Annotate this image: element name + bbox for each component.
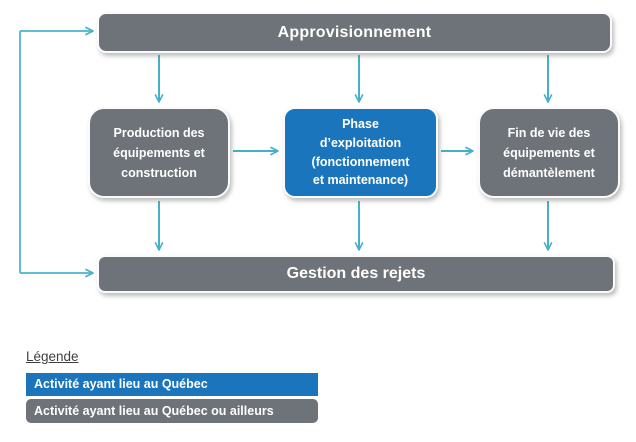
node-production: Production des équipements et constructi…	[88, 107, 230, 198]
legend-item-quebec-ou-ailleurs: Activité ayant lieu au Québec ou ailleur…	[26, 399, 318, 423]
node-fin-de-vie: Fin de vie des équipements et démantèlem…	[478, 107, 620, 198]
node-phase-exploitation-label: Phase d’exploitation (fonctionnement et …	[311, 117, 410, 188]
node-fin-de-vie-label: Fin de vie des équipements et démantèlem…	[503, 125, 595, 180]
legend-title: Légende	[26, 349, 79, 364]
node-approvisionnement-label: Approvisionnement	[277, 23, 432, 41]
node-phase-exploitation: Phase d’exploitation (fonctionnement et …	[283, 107, 438, 198]
node-gestion-des-rejets-label: Gestion des rejets	[286, 265, 426, 282]
node-gestion-des-rejets: Gestion des rejets	[97, 255, 615, 293]
node-approvisionnement: Approvisionnement	[97, 12, 612, 53]
legend-item-quebec: Activité ayant lieu au Québec	[26, 373, 318, 396]
node-production-label: Production des équipements et constructi…	[113, 125, 205, 180]
legend: Légende Activité ayant lieu au Québec Ac…	[26, 349, 326, 426]
